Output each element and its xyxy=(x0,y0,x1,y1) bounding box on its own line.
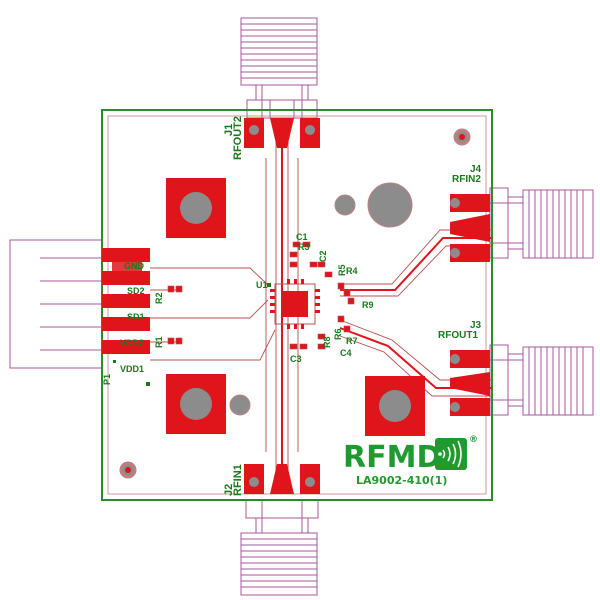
sma-connector-right-upper xyxy=(489,187,594,259)
label-vdd2: VDD2 xyxy=(120,338,144,348)
label-sd2: SD2 xyxy=(127,286,145,296)
header-connector-left xyxy=(9,239,103,369)
small-components xyxy=(167,241,355,350)
j1-pads xyxy=(244,118,320,148)
label-j1: J1 xyxy=(223,124,235,136)
label-r7: R7 xyxy=(346,336,358,346)
label-j2: J2 xyxy=(223,484,235,496)
label-c1: C1 xyxy=(296,232,308,242)
label-p1: P1 xyxy=(102,374,112,385)
label-r5: R5 xyxy=(337,264,347,276)
j3-pads xyxy=(450,350,490,416)
label-gnd: GND xyxy=(124,261,145,271)
board-holes xyxy=(119,128,471,479)
rf-trace-to-rfin2 xyxy=(340,229,492,297)
silkscreen-markers xyxy=(113,283,271,386)
label-r4: R4 xyxy=(346,266,358,276)
mounting-pad-bottom-left xyxy=(166,374,226,434)
sma-connector-right-lower xyxy=(489,344,594,416)
label-sd1: SD1 xyxy=(127,312,145,322)
label-rfin1: RFIN1 xyxy=(232,464,244,496)
registered-mark: ® xyxy=(469,435,478,445)
label-vdd1: VDD1 xyxy=(120,364,144,374)
chip-u1 xyxy=(270,279,320,329)
label-r9: R9 xyxy=(362,300,374,310)
bias-traces xyxy=(150,267,276,361)
label-rfout1: RFOUT1 xyxy=(438,330,478,341)
label-r2: R2 xyxy=(154,292,164,304)
label-rfin2: RFIN2 xyxy=(452,174,481,185)
wireless-waves-icon xyxy=(435,438,467,470)
label-c3: C3 xyxy=(290,354,302,364)
label-j4: J4 xyxy=(470,164,482,175)
label-r3: R3 xyxy=(298,242,310,252)
label-u1: U1 xyxy=(256,280,268,290)
part-number: LA9002-410(1) xyxy=(356,474,447,487)
label-c2: C2 xyxy=(318,250,328,262)
sma-connector-top xyxy=(240,17,318,119)
pad-vias xyxy=(249,125,460,487)
label-r1: R1 xyxy=(154,336,164,348)
label-c4: C4 xyxy=(340,348,352,358)
label-r6: R6 xyxy=(333,328,343,340)
brand-logo-text: RFMD xyxy=(343,440,441,475)
mounting-pad-bottom-right xyxy=(365,376,425,436)
label-rfout2: RFOUT2 xyxy=(232,116,244,160)
mounting-pad-top-left xyxy=(166,178,226,238)
header-pads xyxy=(102,248,150,354)
rf-trace-to-rfin2-center xyxy=(340,237,492,291)
sma-connector-bottom xyxy=(240,499,319,596)
j4-pads xyxy=(450,194,490,262)
label-j3: J3 xyxy=(470,320,482,331)
label-r8: R8 xyxy=(322,336,332,348)
